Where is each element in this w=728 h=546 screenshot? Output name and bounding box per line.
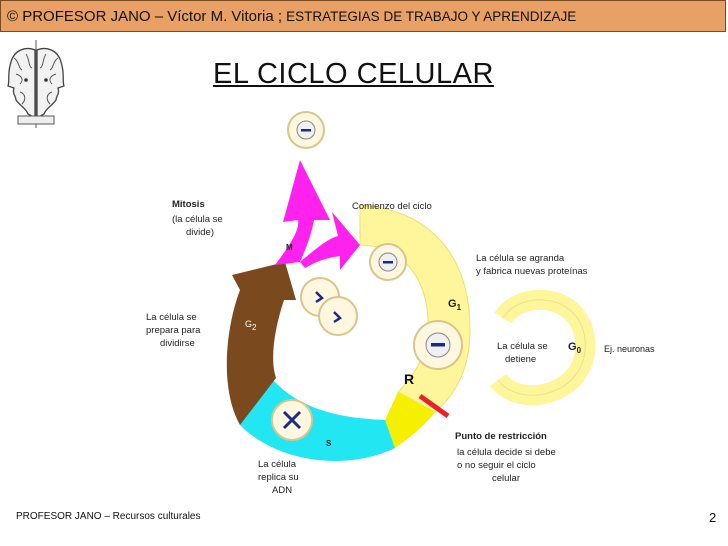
cell-g1-large xyxy=(413,320,463,370)
label-g1-desc-2: y fabrica nuevas proteínas xyxy=(476,266,588,277)
cell-s-phase xyxy=(271,399,313,441)
restriction-point-line xyxy=(418,393,450,419)
s-phase-arc xyxy=(240,370,395,461)
label-g2: G2 xyxy=(245,319,257,332)
cells-dividing xyxy=(300,277,358,336)
label-g0: G0 xyxy=(568,341,582,356)
label-mitosis-desc-2: divide) xyxy=(186,227,214,238)
page-number: 2 xyxy=(709,510,717,525)
janus-logo xyxy=(7,40,65,128)
header-bar: © PROFESOR JANO – Víctor M. Vitoria ; ES… xyxy=(0,0,726,32)
g2-phase-arc xyxy=(226,262,296,425)
label-g1-desc-1: La célula se agranda xyxy=(476,253,565,264)
label-r: R xyxy=(404,371,415,387)
page-title: EL CICLO CELULAR xyxy=(213,58,494,90)
s-to-g1-segment xyxy=(385,392,435,448)
label-m: M xyxy=(286,243,293,252)
label-g1: G1 xyxy=(448,298,462,313)
label-g2-desc-1: La célula se xyxy=(146,312,197,323)
label-g0-desc-2: detiene xyxy=(505,354,537,365)
label-mitosis: Mitosis xyxy=(172,199,205,210)
label-s-desc-1: La célula xyxy=(258,459,297,470)
label-g2-desc-2: prepara para xyxy=(146,325,201,336)
header-text: © PROFESOR JANO – Víctor M. Vitoria ; ES… xyxy=(7,8,576,25)
label-comienzo: Comienzo del ciclo xyxy=(352,201,432,212)
footer-credit: PROFESOR JANO – Recursos culturales xyxy=(16,511,201,522)
m-phase-arrow xyxy=(275,160,330,265)
label-g0-desc-1: La célula se xyxy=(497,341,548,352)
header-author: © PROFESOR JANO – Víctor M. Vitoria ; xyxy=(7,8,287,25)
label-restriccion-desc-1: la célula decide si debe xyxy=(457,447,556,458)
label-s: S xyxy=(326,439,332,448)
label-s-desc-2: replica su xyxy=(258,472,299,483)
label-mitosis-desc-1: (la célula se xyxy=(172,214,223,225)
m-phase-arrow-2 xyxy=(300,212,360,270)
label-restriccion-desc-3: celular xyxy=(492,473,520,484)
label-g2-desc-3: dividirse xyxy=(160,338,195,349)
label-restriccion: Punto de restricción xyxy=(455,431,547,442)
label-s-desc-3: ADN xyxy=(272,485,293,496)
header-subtitle: ESTRATEGIAS DE TRABAJO Y APRENDIZAJE xyxy=(286,9,577,24)
label-restriccion-desc-2: o no seguir el ciclo xyxy=(457,460,536,471)
cell-top xyxy=(287,111,325,149)
g0-loop xyxy=(489,289,596,406)
cell-g1-small xyxy=(369,243,407,281)
label-g0-example: Ej. neuronas xyxy=(604,344,655,354)
